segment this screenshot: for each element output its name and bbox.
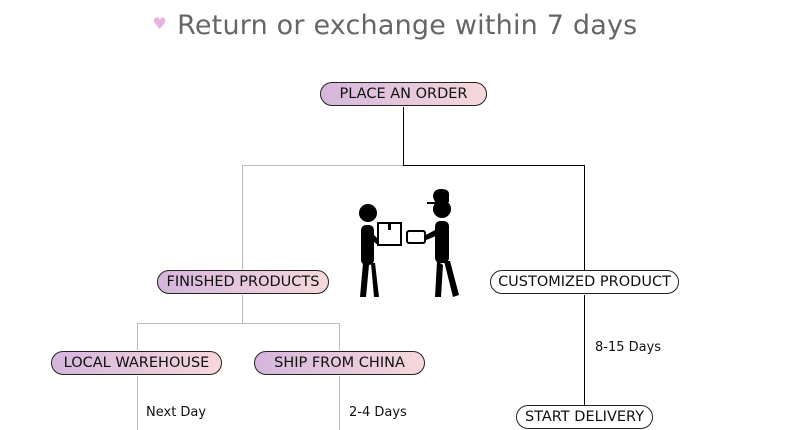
custom-days-label: 8-15 Days [595, 340, 662, 355]
ship-from-china-node: SHIP FROM CHINA [254, 351, 425, 375]
customized-product-node: CUSTOMIZED PRODUCT [490, 270, 679, 294]
connector [242, 165, 243, 270]
connector [242, 165, 404, 166]
connector [339, 376, 340, 430]
china-days-label: 2-4 Days [349, 405, 407, 420]
connector [137, 376, 138, 430]
connector [403, 107, 404, 165]
connector [403, 165, 585, 166]
local-warehouse-node: LOCAL WAREHOUSE [51, 351, 222, 375]
connector [137, 323, 340, 324]
next-day-label: Next Day [146, 405, 207, 420]
title-text: Return or exchange within 7 days [177, 10, 638, 41]
heart-icon: ♥ [152, 14, 168, 33]
delivery-handover-icon [359, 189, 459, 297]
finished-products-node: FINISHED PRODUCTS [157, 270, 329, 294]
page-title: ♥ Return or exchange within 7 days [0, 10, 790, 41]
connector [242, 295, 243, 323]
connector [137, 323, 138, 350]
start-delivery-node: START DELIVERY [516, 405, 653, 429]
connector [584, 295, 585, 405]
place-order-node: PLACE AN ORDER [320, 82, 487, 106]
connector [339, 323, 340, 350]
connector [584, 165, 585, 270]
